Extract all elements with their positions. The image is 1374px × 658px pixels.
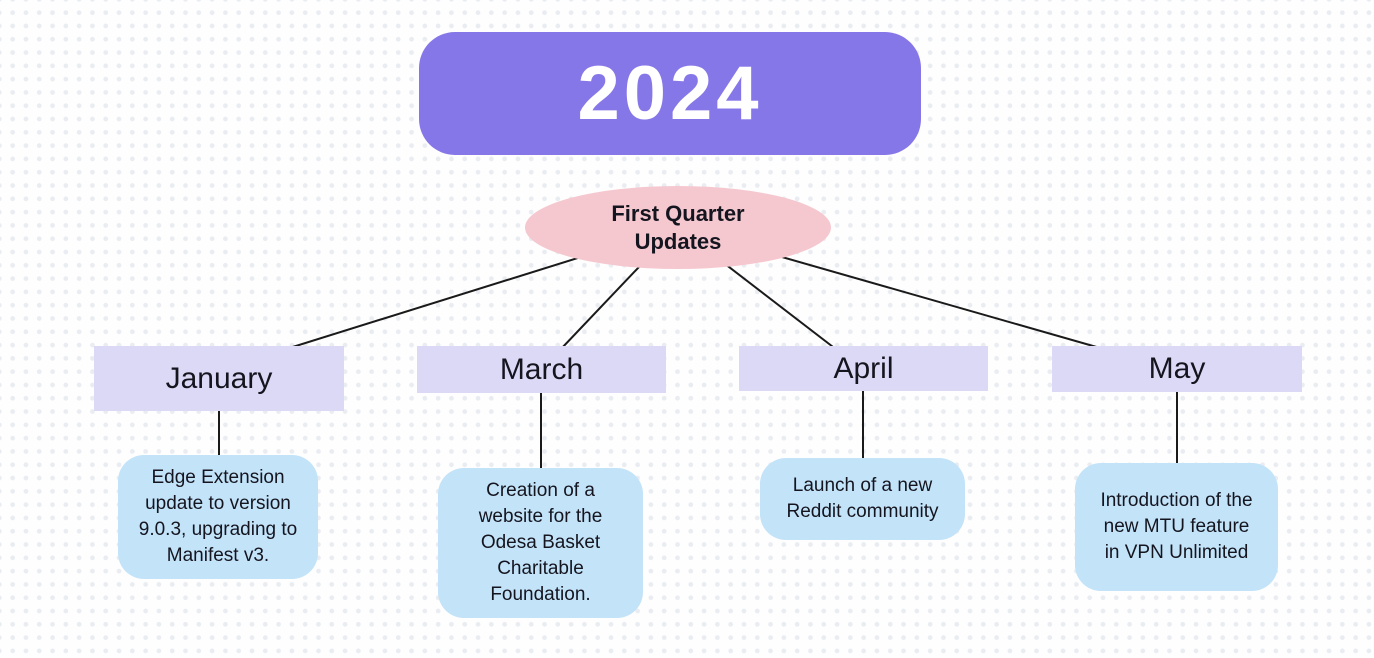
month-node-april: April bbox=[739, 346, 988, 391]
month-label: January bbox=[165, 361, 273, 395]
month-label: May bbox=[1148, 352, 1206, 385]
month-node-january: January bbox=[94, 346, 344, 411]
root-label: First Quarter Updates bbox=[611, 200, 745, 254]
year-banner: 2024 bbox=[419, 32, 921, 155]
month-label: April bbox=[833, 351, 894, 385]
update-text: Launch of a new Reddit community bbox=[786, 475, 939, 522]
month-label: March bbox=[499, 352, 584, 386]
month-node-march: March bbox=[417, 346, 666, 393]
month-node-may: May bbox=[1052, 346, 1302, 392]
update-text: Edge Extension update to version 9.0.3, … bbox=[138, 467, 298, 566]
update-node-march: Creation of a website for the Odesa Bask… bbox=[438, 468, 643, 618]
root-node: First Quarter Updates bbox=[525, 186, 831, 269]
update-text: Creation of a website for the Odesa Bask… bbox=[478, 480, 603, 605]
update-node-april: Launch of a new Reddit community bbox=[760, 458, 965, 540]
year-label: 2024 bbox=[577, 51, 763, 136]
update-text: Introduction of the new MTU feature in V… bbox=[1100, 490, 1253, 563]
update-node-may: Introduction of the new MTU feature in V… bbox=[1075, 463, 1278, 591]
update-node-january: Edge Extension update to version 9.0.3, … bbox=[118, 455, 318, 579]
